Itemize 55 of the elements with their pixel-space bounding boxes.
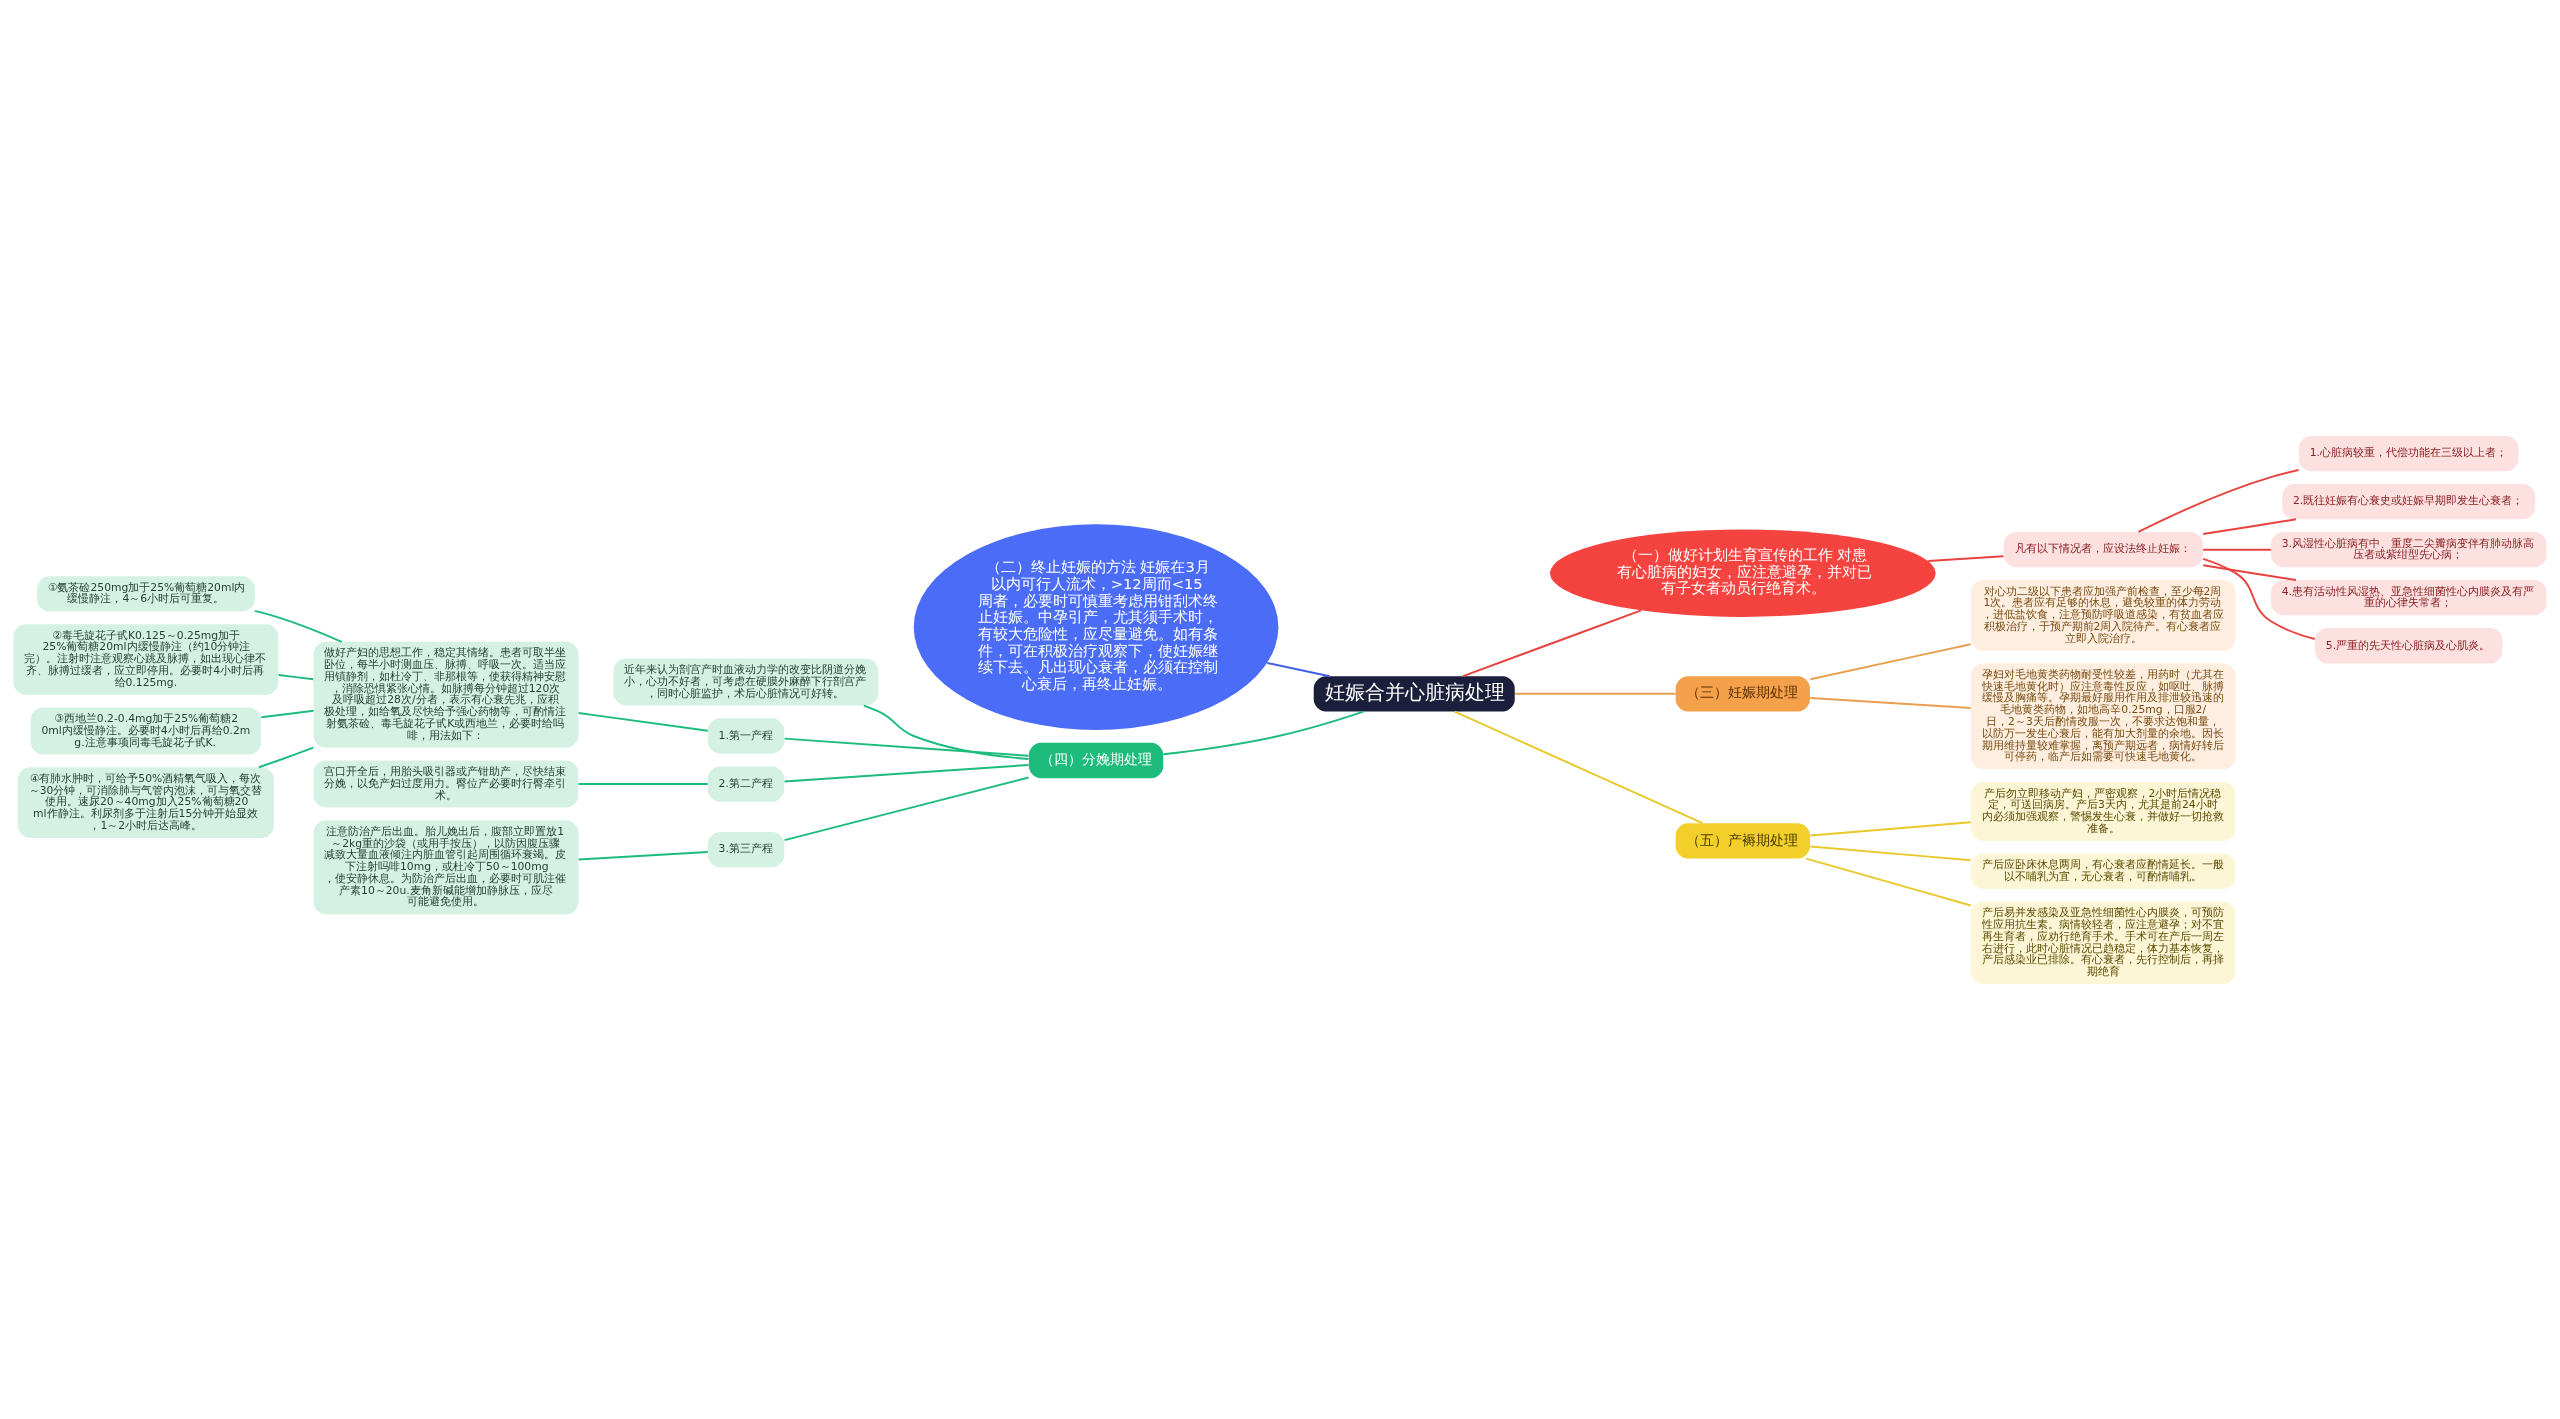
- connector: [1462, 608, 1643, 677]
- connector: [1809, 820, 1972, 836]
- node-box: 近年来认为剖宫产时血液动力学的改变比阴道分娩小，心功不好者，可考虑在硬膜外麻醉下行剖宫产，同时心脏监护，术后心脏情况可好转。: [613, 658, 879, 706]
- node-box: 注意防治产后出血。胎儿娩出后，腹部立即置放1～2kg重的沙袋（或用手按压），以防因腹压骤减致大量血液倾注内脏血管引起周围循环衰竭。皮下注射吗啡10mg，或杜冷丁50～100mg，使安静休息。为防治产后出血，必要时可肌注催产素10～20u.麦角新碱能增加静脉压，应尽可能避免使用。: [313, 819, 579, 914]
- node-ellipse: （二）终止妊娠的方法 妊娠在3月以内可行人流术，>12周而<15周者，必要时可慎重考虑用钳刮术终止妊娠。中孕引产，尤其须手术时，有较大危险性，应尽量避免。如有条件，可在积极治疗观察下，使妊娠继续下去。凡出现心衰者，必须在控制心衰后，再终止妊娠。: [913, 523, 1279, 730]
- connector: [783, 737, 1030, 757]
- node-box: （四）分娩期处理: [1028, 742, 1164, 778]
- connector: [1453, 710, 1704, 824]
- connector: [1809, 845, 1972, 861]
- connector: [577, 711, 709, 732]
- node-box: 妊娠合并心脏病处理: [1313, 675, 1515, 711]
- node-box: 对心功二级以下患者应加强产前检查，至少每2周1次。患者应有足够的休息，避免较重的体力劳动，进低盐饮食，注意预防呼吸道感染，有贫血者应积极治疗，于预产期前2周入院待产。有心衰者应立即入院治疗。: [1970, 579, 2236, 651]
- connector: [783, 763, 1030, 782]
- connector: [1266, 661, 1331, 677]
- node-ellipse: （一）做好计划生育宣传的工作 对患有心脏病的妇女，应注意避孕，并对已有子女者动员行绝育术。: [1549, 528, 1936, 617]
- node-box: ②毒毛旋花子甙K0.125～0.25mg加于25%葡萄糖20ml内缓慢静注（约10分钟注完）。注射时注意观察心跳及脉搏，如出现心律不齐、脉搏过缓者，应立即停用。必要时4小时后再给0.125mg.: [13, 623, 279, 695]
- node-box: 1.心脏病较重，代偿功能在三级以上者；: [2298, 435, 2519, 471]
- node-box: 产后应卧床休息两周，有心衰者应酌情延长。一般以不哺乳为宜，无心衰者，可酌情哺乳。: [1970, 853, 2236, 889]
- node-box: 做好产妇的思想工作，稳定其情绪。患者可取半坐卧位，每半小时测血压、脉搏、呼吸一次。适当应用镇静剂，如杜冷丁、非那根等，使获得精神安慰，消除恐惧紧张心情。如脉搏每分钟超过120次及呼吸超过28次/分者，表示有心衰先兆，应积极处理，如给氧及尽快给予强心药物等，可酌情注射氨茶硷、毒毛旋花子甙K或西地兰，必要时给吗啡，用法如下：: [313, 641, 579, 748]
- connector: [1805, 857, 1972, 906]
- node-box: 2.既往妊娠有心衰史或妊娠早期即发生心衰者；: [2282, 483, 2536, 519]
- node-box: 1.第一产程: [707, 717, 785, 754]
- connector: [2202, 517, 2297, 535]
- connector: [862, 704, 1030, 760]
- node-box: 5.严重的先天性心脏病及心肌炎。: [2315, 627, 2503, 663]
- connector: [260, 709, 315, 718]
- node-box: 凡有以下情况者，应设法终止妊娠：: [2003, 531, 2203, 567]
- connector: [1514, 692, 1677, 695]
- connector: [2202, 563, 2297, 581]
- connector: [577, 782, 709, 785]
- connector: [277, 673, 315, 680]
- node-box: 2.第二产程: [707, 765, 785, 802]
- node-box: 孕妇对毛地黄类药物耐受性较差，用药时（尤其在快速毛地黄化时）应注意毒性反应，如呕吐、脉搏缓慢及胸痛等。孕期最好服用作用及排泄较迅速的毛地黄类药物，如地高辛0.25mg，口服2/日，2～3天后酌情改服一次，不要求达饱和量，以防万一发生心衰后，能有加大剂量的余地。因长期用维持量较难掌握，离预产期远者，病情好转后可停药，临产后如需要可快速毛地黄化。: [1970, 662, 2236, 769]
- connector: [1927, 554, 2005, 562]
- node-box: 3.风湿性心脏病有中、重度二尖瓣病变伴有肺动脉高压者或紫绀型先心病；: [2270, 531, 2547, 567]
- node-box: 产后勿立即移动产妇，严密观察，2小时后情况稳定，可送回病房。产后3天内，尤其是前24小时内必须加强观察，警惕发生心衰，并做好一切抢救准备。: [1970, 781, 2236, 841]
- connector: [1809, 642, 1972, 680]
- connector: [1162, 710, 1365, 755]
- node-box: （三）妊娠期处理: [1675, 675, 1810, 711]
- node-box: （五）产褥期处理: [1675, 822, 1810, 859]
- node-box: 宫口开全后，用胎头吸引器或产钳助产，尽快结束分娩，以免产妇过度用力。臀位产必要时行臀牵引术。: [313, 760, 579, 808]
- connector: [2202, 557, 2316, 640]
- connector: [2202, 548, 2272, 551]
- node-box: ④有肺水肿时，可给予50%酒精氧气吸入，每次～30分钟，可消除肺与气管内泡沫，可与氧交替使用。速尿20～40mg加入25%葡萄糖20ml作静注。利尿剂多于注射后15分钟开始显效，1～2小时后达高峰。: [17, 766, 274, 838]
- connector: [2137, 468, 2300, 533]
- node-box: 4.患有活动性风湿热、亚急性细菌性心内膜炎及有严重的心律失常者；: [2270, 579, 2547, 615]
- connector: [577, 850, 709, 861]
- node-box: ③西地兰0.2-0.4mg加于25%葡萄糖20ml内缓慢静注。必要时4小时后再给0.2mg.注意事项同毒毛旋花子甙K.: [30, 707, 262, 755]
- connector: [257, 746, 315, 768]
- connector: [254, 609, 343, 643]
- node-box: 3.第三产程: [707, 831, 785, 867]
- connector: [783, 776, 1030, 841]
- node-box: ①氨茶硷250mg加于25%葡萄糖20ml内缓慢静注，4～6小时后可重复。: [37, 575, 255, 611]
- node-box: 产后易并发感染及亚急性细菌性心内膜炎，可预防性应用抗生素。病情较轻者，应注意避孕；对不宜再生育者，应劝行绝育手术。手术可在产后一周左右进行，此时心脏情况已趋稳定，体力基本恢复，产后感染业已排除。有心衰者，先行控制后，再择期绝育: [1970, 901, 2236, 984]
- connector: [1809, 696, 1972, 709]
